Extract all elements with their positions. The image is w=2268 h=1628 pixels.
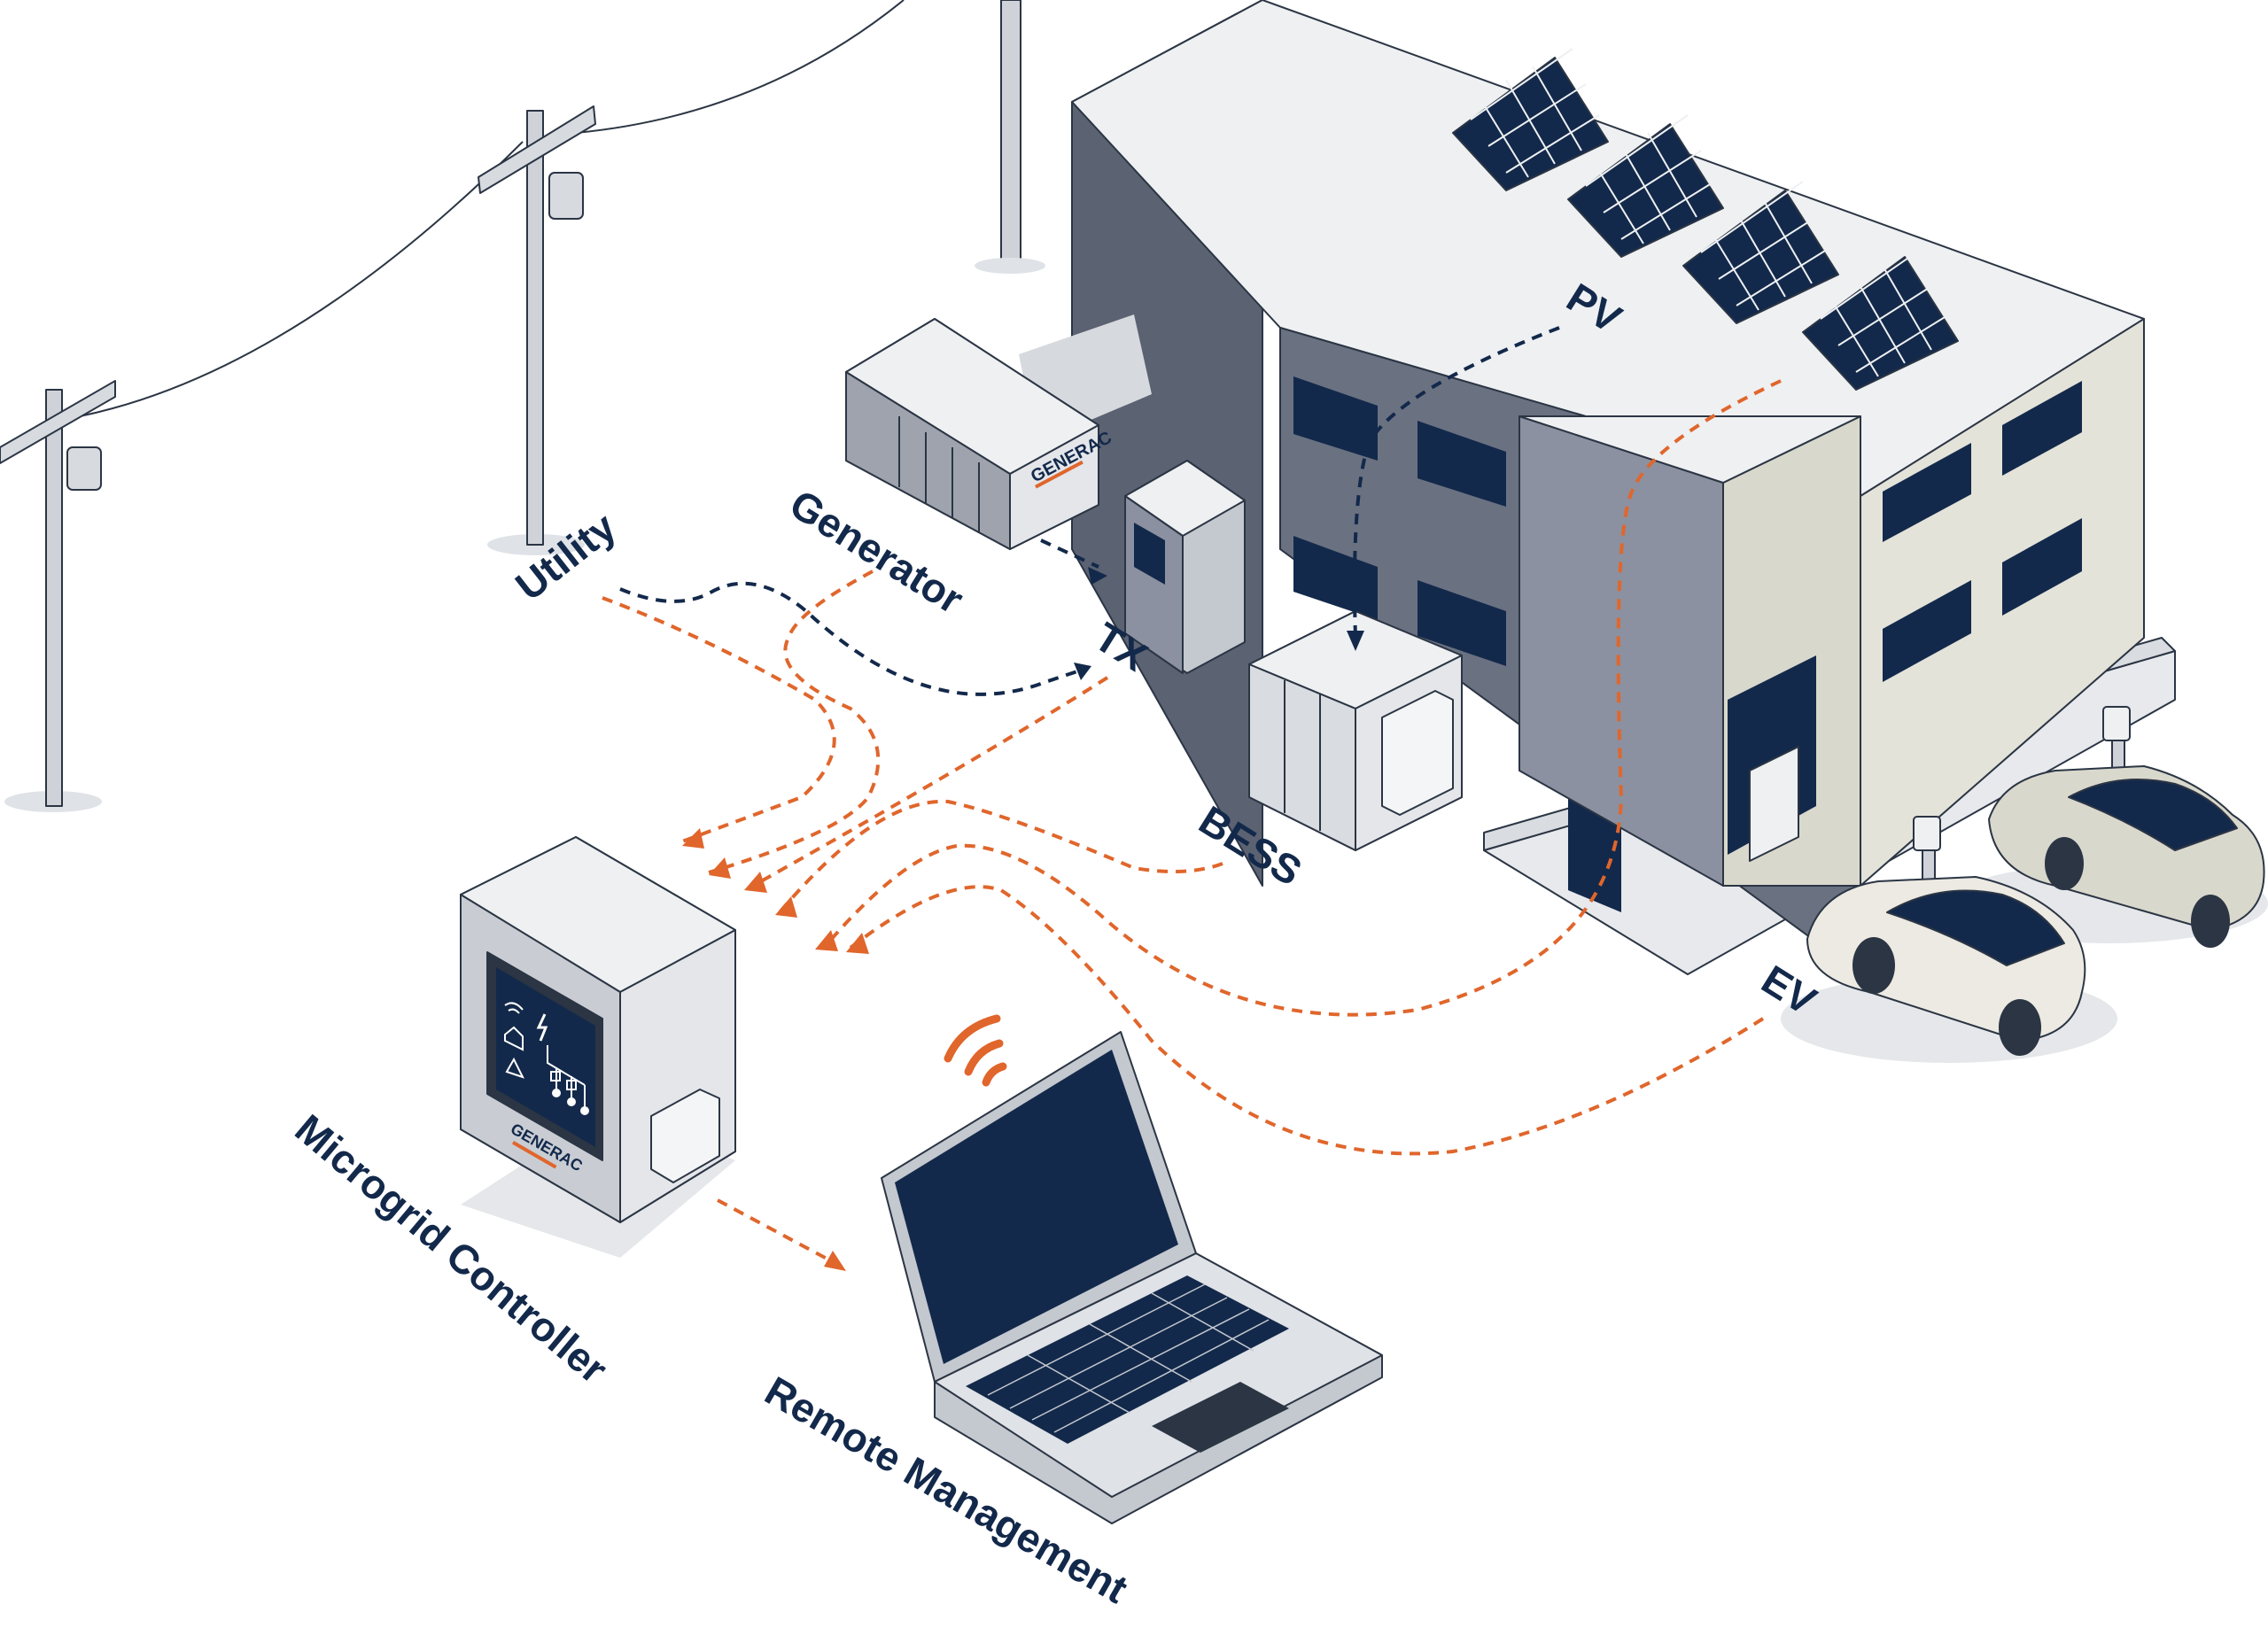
- home-icon: [504, 1026, 524, 1051]
- wifi-signal-icon: [504, 1002, 524, 1014]
- label-utility: Utility: [507, 503, 625, 609]
- arrow-to-controller-5: [815, 930, 838, 951]
- arrow-to-tx: [1074, 663, 1091, 680]
- arrow-to-laptop: [824, 1251, 846, 1271]
- solar-panels: [1452, 48, 1959, 391]
- remote-laptop: [881, 1014, 1383, 1524]
- microgrid-controller: GENERAC: [460, 836, 736, 1258]
- utility-pole-far: [0, 380, 116, 812]
- energy-flow-lines: [602, 326, 1782, 1268]
- arrow-to-controller-1: [682, 828, 704, 849]
- warning-triangle-icon: [505, 1057, 524, 1079]
- ev-car-front: [1781, 876, 2117, 1063]
- flow-arrowheads: [682, 567, 1364, 1271]
- utility-grid: [0, 0, 1045, 812]
- arrow-to-controller-4: [775, 896, 797, 918]
- controller-screen-icons: [504, 1002, 589, 1115]
- arrow-generator-to-tx: [1088, 567, 1107, 585]
- arrow-to-controller-2: [709, 857, 731, 879]
- commercial-building: [1071, 0, 2176, 975]
- transformer-cabinet: [1124, 460, 1246, 674]
- generator-unit: GENERAC: [845, 314, 1152, 550]
- arrow-to-controller-3: [744, 872, 767, 893]
- arrow-to-controller-6: [846, 933, 869, 954]
- wireless-signal-icon: [944, 1014, 1007, 1087]
- utility-pole-middle: [478, 105, 596, 555]
- utility-pole-near: [975, 0, 1045, 274]
- network-tree-icon: [547, 1045, 589, 1115]
- electric-vehicles: [1781, 706, 2268, 1063]
- battery-storage-unit: [1248, 610, 1463, 851]
- arrow-pv-to-bess: [1347, 631, 1364, 651]
- lightning-bolt-icon: [536, 1013, 548, 1042]
